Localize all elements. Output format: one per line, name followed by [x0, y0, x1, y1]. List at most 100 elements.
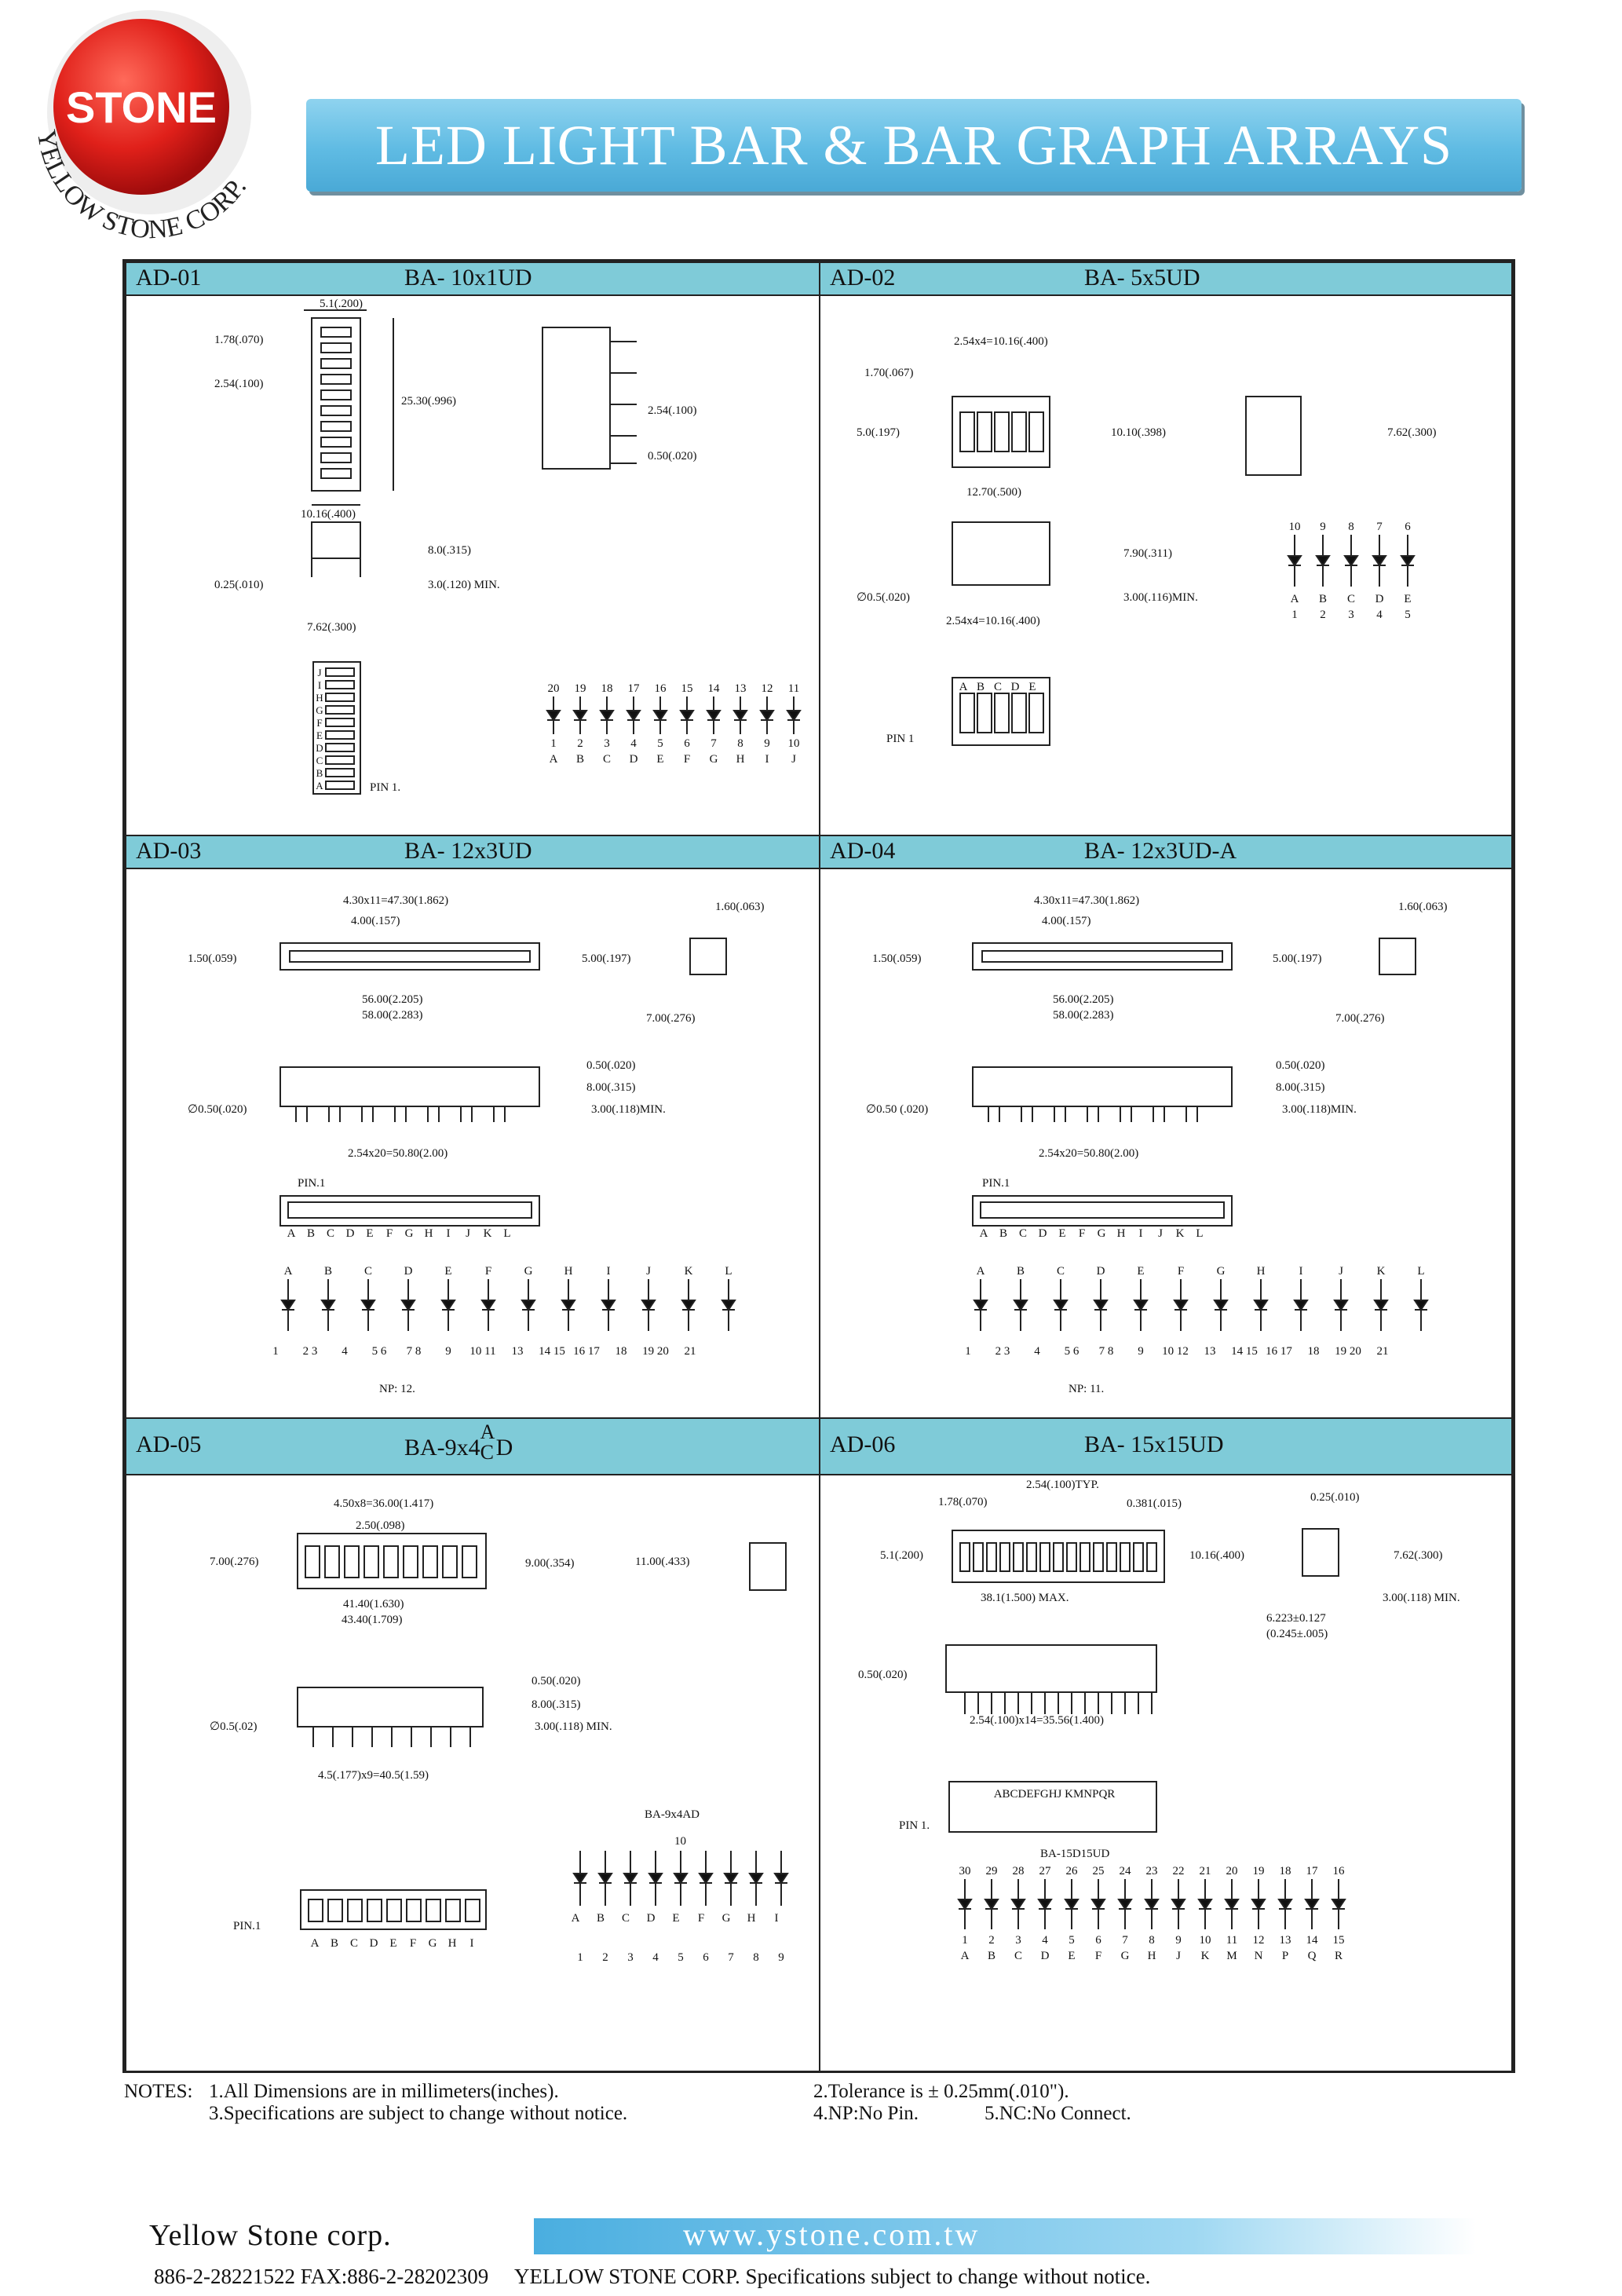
segment-box — [325, 781, 355, 790]
model-upper: A — [480, 1420, 495, 1443]
led-segment — [320, 452, 352, 463]
segment-letter: A — [287, 1227, 296, 1240]
segment-letter: G — [1121, 1950, 1130, 1962]
segment-letter: I — [607, 1265, 611, 1278]
cell-code: AD-04 — [830, 838, 896, 864]
segment-letter: D — [1097, 1265, 1105, 1278]
dim-label: 5.1(.200) — [880, 1549, 923, 1562]
segment-letter: J — [1339, 1265, 1343, 1278]
led-segment — [1106, 1542, 1117, 1572]
segment-letter: C — [1347, 593, 1355, 605]
pin-number: 18 — [1280, 1865, 1291, 1877]
pin-number: 12 — [762, 682, 773, 695]
pin-number: 18 — [601, 682, 613, 695]
segment-box — [325, 755, 355, 765]
dim-label: BA-15D15UD — [1040, 1848, 1109, 1860]
segment-letter: H — [448, 1937, 457, 1950]
segment-letter: Q — [1308, 1950, 1317, 1962]
dim-label: ∅0.5(.020) — [857, 591, 910, 604]
pin-number: 4 — [652, 1951, 659, 1964]
pin-number: 9 — [778, 1951, 784, 1964]
dim-label: 2.54(.100) — [648, 404, 697, 417]
model-prefix: BA-9x4 — [404, 1435, 480, 1461]
pin-number: 5 — [657, 737, 663, 750]
segment-letter: H — [1117, 1227, 1126, 1240]
pin-number: 17 — [1306, 1865, 1319, 1877]
segment-letter: G — [710, 753, 718, 766]
cell-code: AD-05 — [136, 1431, 202, 1457]
segment-letter: F — [1095, 1950, 1101, 1962]
notes-label: NOTES: — [124, 2081, 193, 2102]
pin-number: 9 — [764, 737, 770, 750]
pin-number: 1 — [577, 1951, 583, 1964]
pin-number: 2 3 — [995, 1345, 1010, 1358]
segment-letter: R — [1335, 1950, 1343, 1962]
pin-number: 11 — [788, 682, 799, 695]
dim-label: ∅0.50(.020) — [188, 1103, 247, 1116]
dim-label: 0.50(.020) — [532, 1675, 581, 1687]
footer-url[interactable]: www.ystone.com.tw — [683, 2217, 981, 2252]
segment-letter: E — [1068, 1950, 1075, 1962]
dim-label: 4.00(.157) — [351, 915, 400, 927]
segment-letter: D — [1041, 1950, 1050, 1962]
segment-letter: J — [646, 1265, 651, 1278]
segment-letter: K — [1201, 1950, 1210, 1962]
pin-number: 16 17 — [573, 1345, 600, 1358]
dim-label: PIN 1. — [370, 781, 400, 794]
pin-number: 8 — [737, 737, 743, 750]
pin-number: 19 — [575, 682, 586, 695]
model-suffix: D — [495, 1435, 513, 1461]
pin-number: 7 8 — [1099, 1345, 1114, 1358]
led-segment — [422, 1545, 438, 1578]
segment-letter: F — [684, 753, 690, 766]
pin-number: 7 8 — [407, 1345, 422, 1358]
dim-label: 3.00(.118)MIN. — [591, 1103, 666, 1116]
pin-number: 1 — [550, 737, 557, 750]
pin-number: 9 — [1320, 521, 1326, 533]
pin-number: 9 — [1175, 1934, 1182, 1947]
dim-label: 3.00(.116)MIN. — [1123, 591, 1198, 604]
led-segment — [959, 1542, 970, 1572]
pin-number: 14 — [708, 682, 721, 695]
pin-number: 5 — [678, 1951, 684, 1964]
footer-tagline: YELLOW STONE CORP. Specifications subjec… — [513, 2265, 1151, 2288]
dim-label: 41.40(1.630) — [343, 1598, 404, 1610]
dim-label: 1.70(.067) — [864, 367, 914, 379]
pin-number: 15 — [681, 682, 693, 695]
segment-letter: L — [1196, 1227, 1203, 1240]
segment-letter: C — [622, 1912, 630, 1925]
segment-letter: N — [1255, 1950, 1263, 1962]
dim-label: 8.0(.315) — [428, 544, 471, 557]
segment-letter: J — [1158, 1227, 1163, 1240]
pin-number: 2 — [1320, 609, 1326, 621]
segment-letter: C — [1014, 1950, 1022, 1962]
pin-number: 7 — [1122, 1934, 1128, 1947]
led-segment — [1013, 1542, 1024, 1572]
segment-letter: L — [725, 1265, 732, 1278]
led-segment — [347, 1899, 363, 1922]
dim-label: 38.1(1.500) MAX. — [981, 1592, 1069, 1604]
dim-label: 9.00(.354) — [525, 1557, 575, 1570]
led-segment — [406, 1899, 422, 1922]
segment-box — [325, 768, 355, 777]
pin-number: 14 15 — [539, 1345, 565, 1358]
led-segment — [1133, 1542, 1144, 1572]
pin-number: 23 — [1146, 1865, 1158, 1877]
dim-label: 2.54(.100)TYP. — [1026, 1479, 1099, 1491]
led-segment — [386, 1899, 402, 1922]
led-segment — [320, 342, 352, 353]
note-3: 3.Specifications are subject to change w… — [209, 2103, 628, 2124]
dim-label: 7.90(.311) — [1123, 547, 1172, 560]
dim-label: 25.30(.996) — [401, 395, 456, 408]
segment-letter: D — [346, 1227, 355, 1240]
dim-label: 1.78(.070) — [214, 334, 264, 346]
pin-number: 13 — [1204, 1345, 1216, 1358]
dim-label: 0.50(.020) — [648, 450, 697, 462]
pin-number: 15 — [1333, 1934, 1345, 1947]
segment-letter: A — [959, 681, 968, 693]
